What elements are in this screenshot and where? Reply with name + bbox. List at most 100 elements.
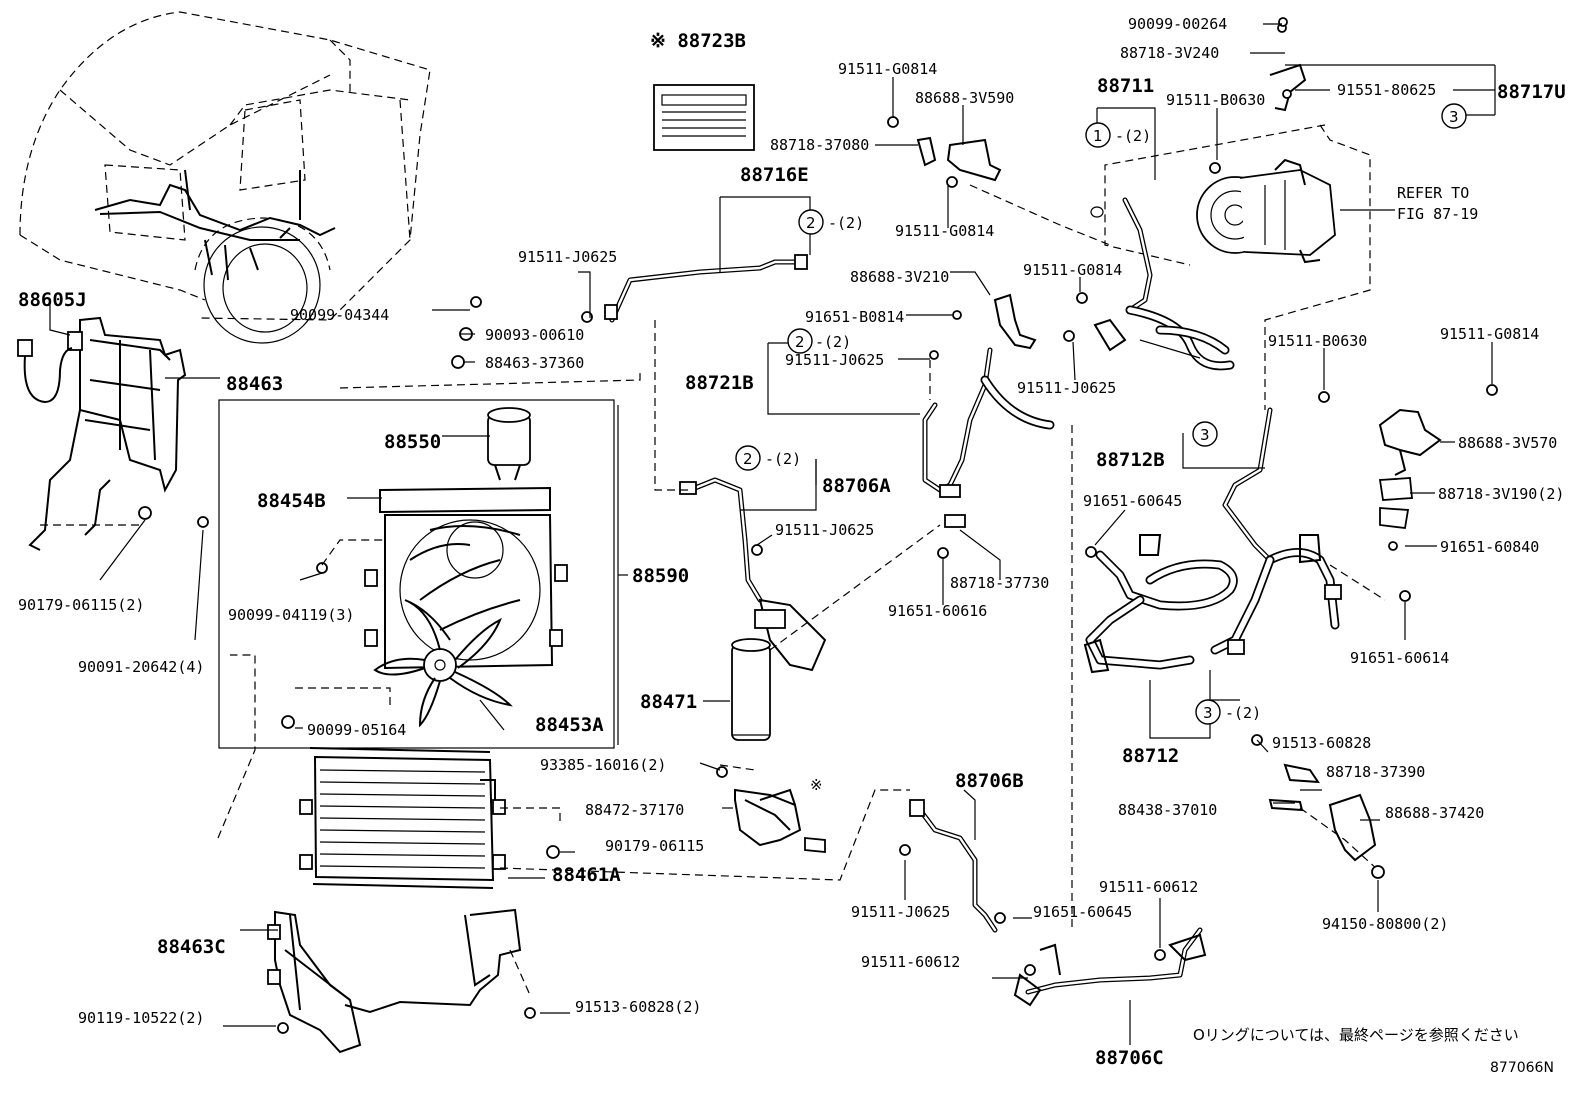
part-label: 88472-37170: [585, 801, 684, 819]
part-label: 88712B: [1096, 449, 1165, 471]
clamp-88718-3V190: [1378, 477, 1413, 529]
label-88723B: [653, 84, 755, 151]
bracket-88688-3V570: [1378, 408, 1442, 476]
part-label: 88688-3V590: [915, 89, 1014, 107]
part-label: 94150-80800(2): [1322, 915, 1448, 933]
compressor: [1196, 158, 1336, 264]
part-label: 91511-J0625: [518, 248, 617, 266]
part-label: 88438-37010: [1118, 801, 1217, 819]
part-label: ※ 88723B: [650, 30, 746, 52]
hose-88712: [1083, 534, 1238, 674]
svg-text:-(2): -(2): [1115, 127, 1151, 145]
part-label: 88712: [1122, 745, 1179, 767]
refer-to-note: FIG 87-19: [1397, 205, 1478, 223]
part-label: 88590: [632, 565, 689, 587]
part-label: 90099-00264: [1128, 15, 1227, 33]
svg-text:2: 2: [795, 333, 805, 351]
part-label: 91511-J0625: [851, 903, 950, 921]
part-labels: ※ 88723B 90099-00264 88718-3V240 88717U …: [18, 15, 1566, 1069]
part-label: 88550: [384, 431, 441, 453]
part-label: 88718-37730: [950, 574, 1049, 592]
harness-88605J: [17, 302, 83, 404]
part-label: 88688-37420: [1385, 804, 1484, 822]
part-label: 88463: [226, 373, 283, 395]
bracket-88688-3V210: [993, 293, 1037, 350]
pipe-88706C: [1013, 927, 1207, 1007]
bracket-88472-37170: [734, 788, 826, 853]
fan-shroud-88454B: [364, 486, 568, 670]
part-label: 91513-60828: [1272, 734, 1371, 752]
part-label: 88711: [1097, 75, 1154, 97]
part-label: 90099-04119(3): [228, 606, 354, 624]
part-label: 91651-60645: [1033, 903, 1132, 921]
part-label: 88463-37360: [485, 354, 584, 372]
part-label: 88718-37390: [1326, 763, 1425, 781]
fan-blade-88453A: [373, 599, 513, 728]
motor-88550: [487, 407, 531, 481]
svg-text:-(2): -(2): [815, 333, 851, 351]
oring-ref-markers: 1 -(2) 3 2 -(2) 2 -(2) 3 2 -(2) 3 -(2) ※: [735, 103, 1467, 794]
part-label: 88605J: [18, 289, 87, 311]
part-label: 93385-16016(2): [540, 756, 666, 774]
part-label: 90091-20642(4): [78, 658, 204, 676]
part-label: 91511-B0630: [1268, 332, 1367, 350]
part-label: 91651-60614: [1350, 649, 1449, 667]
svg-text:3: 3: [1203, 704, 1213, 722]
part-label: 88718-37080: [770, 136, 869, 154]
part-label: 91511-B0630: [1166, 91, 1265, 109]
part-label: 90093-00610: [485, 326, 584, 344]
part-label: 88721B: [685, 372, 754, 394]
part-label: 90179-06115(2): [18, 596, 144, 614]
svg-text:2: 2: [743, 450, 753, 468]
part-label: 88706C: [1095, 1047, 1164, 1069]
oring-note: Oリングについては、最終ページを参照ください: [1193, 1026, 1519, 1044]
pipe-88721B: [922, 347, 1055, 528]
part-label: 91511-60612: [861, 953, 960, 971]
part-label: 88453A: [535, 714, 604, 736]
fan-assembly-box: [218, 399, 615, 749]
part-label: 88716E: [740, 164, 809, 186]
nut-icon: [281, 715, 295, 729]
svg-text:-(2): -(2): [1225, 704, 1261, 722]
part-label: 90099-04344: [290, 306, 389, 324]
part-label: 90119-10522(2): [78, 1009, 204, 1027]
part-label: 91511-60612: [1099, 878, 1198, 896]
svg-text:2: 2: [806, 214, 816, 232]
part-label: 91511-G0814: [838, 60, 937, 78]
part-label: 91511-G0814: [1440, 325, 1539, 343]
bracket-88463C: [240, 908, 522, 1054]
svg-text:※: ※: [810, 776, 823, 794]
receiver-drier-88471: [731, 638, 771, 741]
part-label: 91511-J0625: [1017, 379, 1116, 397]
svg-text:1: 1: [1093, 127, 1103, 145]
svg-text:-(2): -(2): [828, 214, 864, 232]
part-label: 91511-J0625: [775, 521, 874, 539]
condenser-88461A: [299, 747, 506, 889]
pipe-88716E: [604, 254, 808, 323]
hose-88706A: [679, 477, 827, 672]
part-label: 90179-06115: [605, 837, 704, 855]
refer-to-note: REFER TO: [1397, 184, 1469, 202]
part-label: 88717U: [1497, 81, 1566, 103]
part-label: 90099-05164: [307, 721, 406, 739]
part-label: 88688-3V570: [1458, 434, 1557, 452]
part-label: 88688-3V210: [850, 268, 949, 286]
part-label: 88463C: [157, 936, 226, 958]
part-label: 91651-60616: [888, 602, 987, 620]
svg-text:-(2): -(2): [765, 450, 801, 468]
part-label: 88718-3V190(2): [1438, 485, 1564, 503]
part-label: 88718-3V240: [1120, 44, 1219, 62]
part-label: 91511-J0625: [785, 351, 884, 369]
svg-text:3: 3: [1449, 108, 1459, 126]
part-label: 91651-B0814: [805, 308, 904, 326]
hose-88711: [1090, 197, 1235, 371]
part-label: 91651-60645: [1083, 492, 1182, 510]
hose-88712B: [1210, 407, 1342, 655]
part-label: 88706A: [822, 475, 891, 497]
part-label: 91513-60828(2): [575, 998, 701, 1016]
vehicle-illustration: [19, 11, 431, 344]
part-label: 88471: [640, 691, 697, 713]
figure-code: 877066N: [1490, 1060, 1554, 1076]
part-label: 88454B: [257, 490, 326, 512]
